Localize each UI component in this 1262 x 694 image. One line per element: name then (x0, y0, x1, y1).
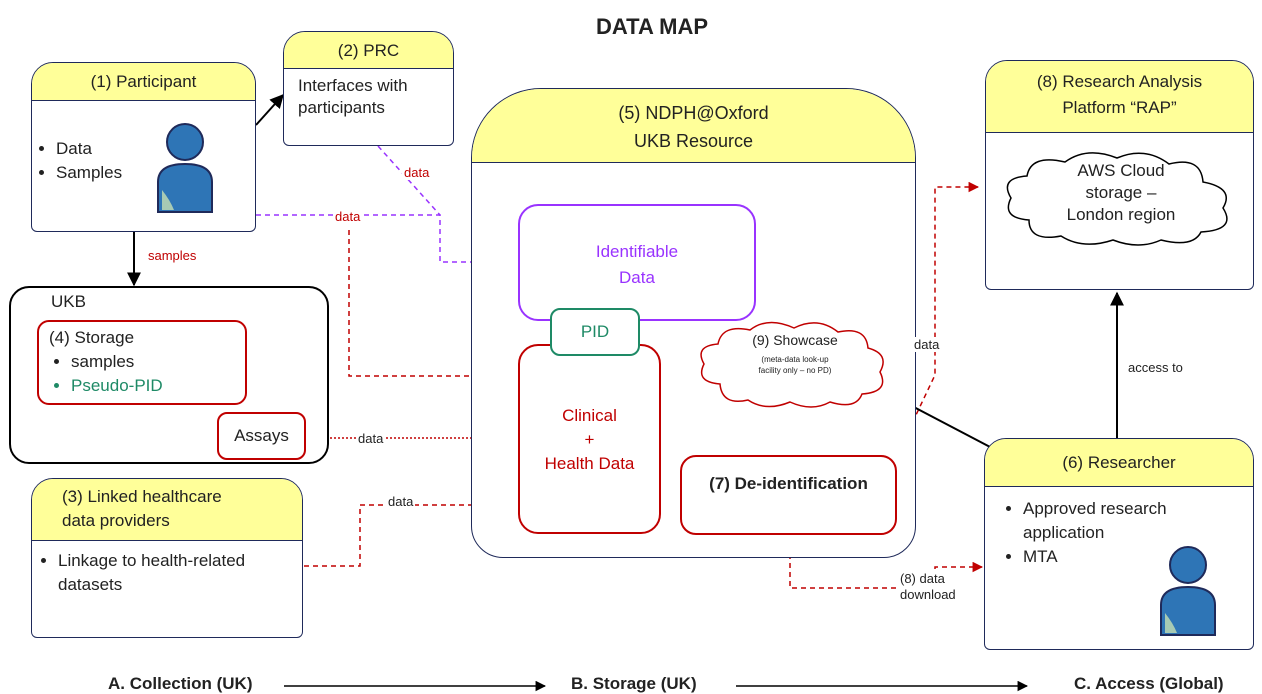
linked-header: (3) Linked healthcare data providers (32, 479, 302, 541)
deidentification-label: (7) De-identification (709, 474, 868, 493)
linked-providers-card: (3) Linked healthcare data providers Lin… (31, 478, 303, 638)
label-download-line1: (8) data (900, 571, 945, 586)
researcher-header: (6) Researcher (985, 439, 1253, 487)
showcase-title: (9) Showcase (752, 332, 838, 348)
ndph-title: (5) NDPH@Oxford (618, 103, 769, 123)
linked-list: Linkage to health-related datasets (32, 549, 302, 597)
label-prc-data: data (402, 165, 432, 180)
aws-line3: London region (1066, 205, 1176, 224)
storage-title: (4) Storage (49, 328, 135, 347)
showcase-cloud-shape (700, 321, 884, 408)
stage-storage: B. Storage (UK) (571, 674, 697, 693)
prc-body: Interfaces with participants (298, 76, 408, 117)
ndph-subtitle: UKB Resource (633, 131, 754, 151)
stage-collection: A. Collection (UK) (108, 674, 253, 693)
arrow-participant-clinical (348, 230, 520, 382)
label-access-to: access to (1126, 360, 1185, 375)
list-item: Linkage to health-related datasets (58, 549, 302, 597)
person-icon (1160, 546, 1216, 636)
clinical-line2: + (584, 430, 595, 449)
label-samples: samples (146, 248, 199, 263)
clinical-line1: Clinical (562, 406, 617, 425)
list-item: MTA (1023, 545, 1223, 569)
label-participant-data: data (333, 209, 363, 224)
label-linked-data: data (386, 494, 416, 509)
researcher-card: (6) Researcher Approved research applica… (984, 438, 1254, 650)
pid-box: PID (550, 308, 640, 356)
person-icon (157, 123, 213, 213)
list-item: Samples (56, 161, 255, 185)
label-download: (8) data download (900, 571, 956, 603)
assays-label: Assays (234, 426, 289, 445)
rap-header-line1: (8) Research Analysis (1036, 72, 1203, 91)
identifiable-data-box: Identifiable Data (518, 204, 756, 321)
showcase-note-line2: facility only – no PD) (758, 366, 832, 375)
aws-cloud-shape (1006, 152, 1228, 246)
prc-card: (2) PRC Interfaces with participants (283, 31, 454, 146)
prc-header: (2) PRC (284, 32, 453, 69)
aws-line1: AWS Cloud (1077, 161, 1165, 180)
ukb-label: UKB (51, 292, 86, 311)
arrow-deid-rap (896, 181, 980, 456)
identifiable-line1: Identifiable (595, 242, 679, 261)
aws-cloud: AWS Cloud storage – London region (995, 160, 1247, 226)
storage-list: samples Pseudo-PID (49, 350, 245, 398)
clinical-data-box: Clinical + Health Data (518, 344, 661, 534)
arrow-linked-clinical (304, 499, 520, 567)
showcase: (9) Showcase (meta-data look-up facility… (690, 330, 900, 376)
clinical-line3: Health Data (544, 454, 635, 473)
label-download-line2: download (900, 587, 956, 602)
stage-access: C. Access (Global) (1074, 674, 1224, 693)
linked-header-line1: (3) Linked healthcare (62, 487, 222, 506)
list-item: Pseudo-PID (71, 374, 245, 398)
page-title: DATA MAP (596, 14, 709, 39)
label-deid-data: data (912, 337, 942, 352)
storage-box: (4) Storage samples Pseudo-PID (37, 320, 247, 405)
rap-header-line2: Platform “RAP” (1062, 98, 1177, 117)
arrow-prc-data (377, 145, 441, 216)
participant-header: (1) Participant (32, 63, 255, 101)
list-item: Data (56, 137, 255, 161)
rap-header: (8) Research Analysis Platform “RAP” (986, 61, 1253, 133)
pid-label: PID (580, 322, 610, 341)
deidentification-box: (7) De-identification (680, 455, 897, 535)
assays-box: Assays (217, 412, 306, 460)
ndph-header: (5) NDPH@Oxford UKB Resource (472, 89, 915, 163)
list-item: Approved research application (1023, 497, 1223, 545)
participant-list: Data Samples (32, 137, 255, 185)
participant-card: (1) Participant Data Samples (31, 62, 256, 232)
aws-line2: storage – (1085, 183, 1157, 202)
researcher-list: Approved research application MTA (985, 497, 1223, 569)
arrow-participant-prc (255, 93, 284, 126)
list-item: samples (71, 350, 245, 374)
label-assays-data: data (356, 431, 386, 446)
identifiable-line2: Data (619, 268, 655, 287)
showcase-note-line1: (meta-data look-up (761, 355, 829, 364)
linked-header-line2: data providers (62, 511, 170, 530)
